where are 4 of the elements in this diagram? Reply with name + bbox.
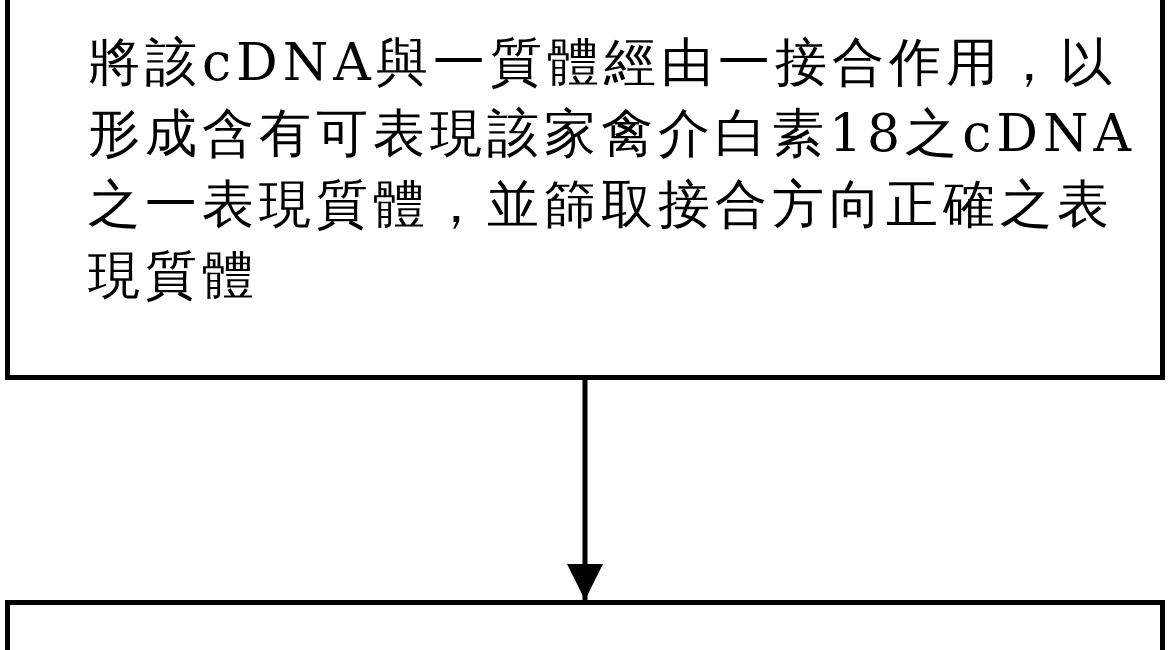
- process-box: [5, 0, 1165, 380]
- process-box: [5, 600, 1165, 650]
- arrow: [567, 380, 603, 600]
- step-text: 將該cDNA與一質體經由一接合作用，以形成含有可表現該家禽介白素18之cDNA之一表現質體，並篩取接合方向正確之表現質體: [88, 31, 1138, 307]
